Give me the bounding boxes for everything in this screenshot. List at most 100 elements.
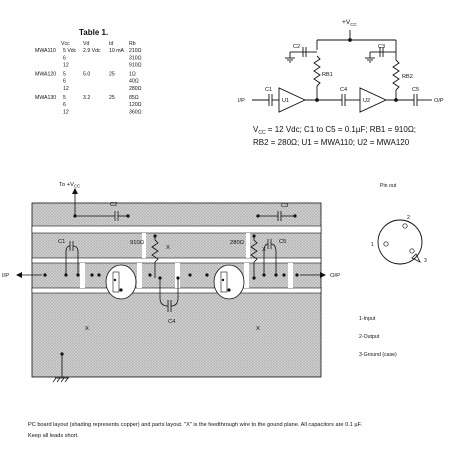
table-cell-rb: 360Ω	[129, 109, 142, 115]
table-header: Vcc Vd Id Rb	[61, 41, 136, 47]
pcb-layout	[16, 188, 326, 383]
c4-lead-right	[170, 278, 179, 307]
table-cell-rb: 210Ω	[129, 48, 142, 54]
input-arrow-icon	[16, 272, 22, 278]
caption: PC board layout (shading represents copp…	[28, 422, 362, 439]
r2-pcb-resistor	[250, 239, 258, 263]
pcb-r1-label: 910Ω	[130, 240, 145, 246]
pin-1-label: 1	[371, 242, 374, 248]
feedthrough-mark-4: X	[256, 326, 260, 332]
junction-vcc	[348, 38, 352, 42]
feedthrough-mark-2: X	[262, 247, 266, 253]
pin-legend-3: 3-Ground (case)	[359, 352, 397, 358]
package-outline	[377, 219, 423, 265]
pinout-title: Pin out	[380, 183, 397, 189]
u2-label: U2	[363, 98, 370, 104]
header-vd: Vd	[83, 41, 89, 47]
gap-b2	[246, 233, 250, 258]
gap-v2	[137, 263, 142, 288]
package-tab-icon	[411, 253, 421, 263]
u1-label: U1	[282, 98, 289, 104]
header-vcc: Vcc	[61, 41, 70, 47]
table-cell-id: 25	[109, 95, 115, 101]
table-cell-rb: 910Ω	[129, 63, 142, 69]
table-cell-vd: 2.9 Vdc	[83, 48, 101, 54]
pin-legend-1: 1-Input	[359, 316, 376, 322]
pcb-labels: To +VCC C2 C3 C1 C5 C4 910Ω 280Ω X X X X…	[2, 182, 340, 332]
pcb-ground-icon	[52, 377, 69, 383]
table-cell-device: MWA130	[35, 95, 56, 101]
u1-amplifier	[278, 87, 307, 113]
c1-lead-left	[65, 245, 71, 274]
rb2-resistor	[392, 59, 400, 91]
table-cell-rb: 1Ω	[129, 71, 136, 77]
rb1-label: RB1	[322, 72, 333, 78]
gap-v3	[175, 263, 180, 288]
pcb-r2-label: 280Ω	[230, 240, 245, 246]
table-cell-vcc: 12	[63, 109, 69, 115]
equation-line-1: VCC = 12 Vdc; C1 to C5 = 0.1µF; RB1 = 91…	[253, 125, 416, 136]
table-cell-device: MWA120	[35, 71, 56, 77]
pcb-c2-label: C2	[110, 202, 117, 208]
vcc-label: +VCC	[342, 19, 357, 27]
table-title: Table 1.	[79, 28, 108, 37]
caption-line-1: PC board layout (shading represents copp…	[28, 422, 362, 428]
table-row: 12 360Ω	[63, 109, 142, 115]
pcb-input-label: I/P	[2, 273, 9, 279]
table-cell-vcc: 5 Vdc	[63, 48, 77, 54]
table-cell-vcc: 12	[63, 63, 69, 69]
table-cell-rb: 280Ω	[129, 86, 142, 92]
feedthrough-mark-1: X	[166, 245, 170, 251]
r1-pcb-resistor	[151, 239, 159, 263]
pcb-c4-label: C4	[168, 319, 176, 325]
pcb-c1-label: C1	[58, 239, 65, 245]
u1-package	[105, 264, 137, 300]
table-row: 12 280Ω	[63, 86, 142, 92]
table-cell-id: 25	[109, 71, 115, 77]
header-rb: Rb	[129, 41, 136, 47]
c3-label: C3	[378, 44, 385, 50]
pcb-c3-label: C3	[281, 203, 288, 209]
table-cell-id: 10 mA	[109, 48, 125, 54]
table-cell-vcc: 5	[63, 95, 66, 101]
schematic	[252, 30, 432, 113]
gap-lower	[31, 287, 322, 294]
solder-pads	[43, 214, 299, 356]
pinout: Pin out 1 2 3 1-Input 2-Output 3-Ground …	[359, 183, 427, 358]
pin-2-label: 2	[407, 215, 410, 221]
equation-line-2: RB2 = 280Ω; U1 = MWA110; U2 = MWA120	[253, 138, 410, 147]
gap-upper	[31, 257, 322, 264]
output-arrow-icon	[320, 272, 326, 278]
c1-label: C1	[265, 87, 272, 93]
output-label: O/P	[434, 98, 444, 104]
table-cell-vcc: 6	[63, 79, 66, 85]
u2-pad	[220, 271, 228, 293]
c5-label: C5	[412, 87, 419, 93]
table-row: 12 910Ω	[63, 63, 142, 69]
c2-label: C2	[293, 44, 300, 50]
gap-v1	[80, 263, 85, 288]
table-cell-vd: 5.0	[83, 71, 90, 77]
u2-package	[213, 264, 245, 300]
junction-rb2	[394, 98, 398, 102]
vcc-arrow-icon	[72, 188, 78, 194]
table-cell-vcc: 12	[63, 86, 69, 92]
rb2-label: RB2	[402, 74, 413, 80]
pcb-vcc-label: To +VCC	[59, 182, 80, 189]
schematic-labels: +VCC C2 C3 RB1 RB2 C1 C4 C5 U1 U2 I/P O/…	[238, 19, 444, 147]
pin-3	[409, 248, 415, 254]
pcb-c5-label: C5	[279, 239, 286, 245]
rb1-resistor	[313, 55, 321, 87]
input-label: I/P	[238, 98, 245, 104]
pin-1	[383, 241, 389, 247]
caption-line-2: Keep all leads short.	[28, 433, 79, 439]
u1-pad	[112, 271, 120, 293]
pin-2	[402, 223, 408, 229]
c4-label: C4	[340, 87, 347, 93]
